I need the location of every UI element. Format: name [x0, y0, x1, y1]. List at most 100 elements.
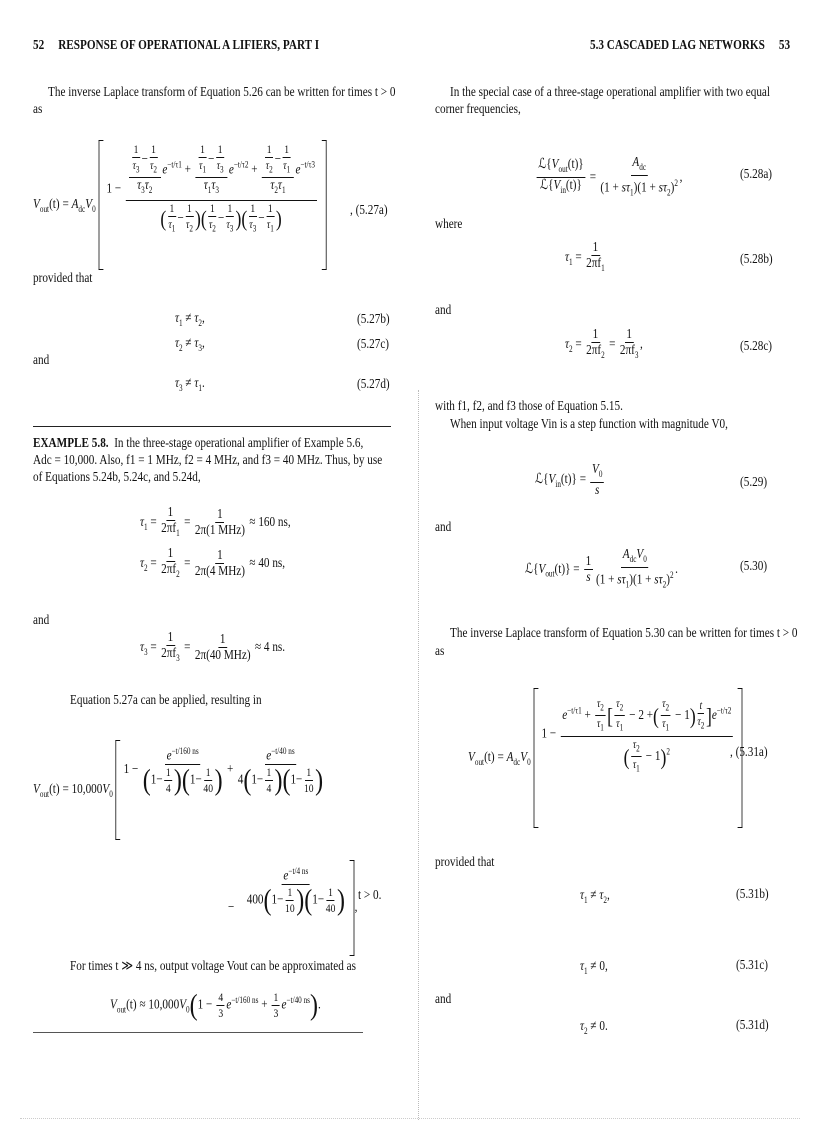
math-token: 4 [216, 990, 225, 1006]
bottom-scan-edge [20, 1118, 800, 1119]
math-token: ) [315, 763, 324, 797]
math-token: 2πf [161, 646, 177, 661]
condition-5-31b: τ1 ≠ τ2, [580, 887, 610, 909]
math-token: 1 [312, 892, 318, 908]
math-token: 3 [198, 342, 202, 353]
math-token: ( [181, 763, 190, 797]
paragraph-intro: In the special case of a three-stage ope… [450, 85, 770, 100]
math-token: τ1 [283, 158, 290, 177]
math-token: dc [78, 204, 86, 215]
math-token: 1 [202, 164, 207, 175]
where-text: where [435, 217, 463, 232]
math-token: 1 [326, 884, 335, 901]
math-token: . [675, 561, 678, 577]
math-token: τ3 [132, 158, 139, 177]
math-token: e−t/4 ns [281, 864, 310, 885]
math-token: V [636, 547, 644, 562]
math-token: 3 [135, 164, 140, 175]
math-token: 1 [591, 240, 600, 256]
math-token: ( [596, 572, 600, 588]
math-token: τ [175, 336, 180, 351]
math-token: τ1τ3 [204, 178, 219, 198]
math-token: out [474, 757, 485, 768]
equation-label-5-29: (5.29) [740, 475, 768, 490]
math-token: 1 [189, 772, 196, 788]
math-token: in [560, 184, 566, 195]
example-line-1: EXAMPLE 5.8. In the three-stage operatio… [33, 435, 363, 452]
equation-label-5-27b: (5.27b) [357, 312, 390, 327]
math-token: 1 [584, 554, 593, 571]
math-token: τ [168, 217, 172, 232]
math-token: (t) [484, 750, 495, 766]
math-token: , [640, 337, 643, 353]
math-token: − [258, 211, 265, 227]
math-token: ) [689, 703, 696, 729]
math-token: (5.27a) [355, 203, 388, 218]
math-token: τ2 [660, 696, 671, 717]
math-token: 0 [599, 1019, 605, 1034]
math-token: ( [637, 180, 642, 196]
example-line-3: of Equations 5.24b, 5.24c, and 5.24d, [33, 470, 201, 485]
math-token: τ [283, 158, 287, 172]
math-token: τ [216, 158, 221, 172]
math-token: τ3 [217, 158, 224, 177]
math-token: ) [275, 206, 282, 232]
math-token: , [201, 336, 205, 351]
math-token: V [33, 782, 40, 798]
math-token: e [711, 708, 717, 724]
math-token: V [592, 462, 599, 477]
math-token: − [208, 151, 215, 167]
math-token: τ [144, 178, 149, 194]
math-token: τ [175, 311, 180, 326]
math-token: + [612, 180, 619, 196]
math-token: = [184, 515, 191, 531]
math-token: τ [616, 696, 620, 710]
math-token: e [162, 162, 168, 178]
math-token: τ [140, 556, 145, 572]
math-token: (t) [554, 561, 566, 577]
condition-5-27d: τ3 ≠ τ1. [175, 375, 205, 397]
math-token: out [39, 204, 50, 215]
math-token: τ [270, 178, 275, 194]
math-token: (t) [126, 997, 137, 1013]
math-token: τ3 [226, 217, 233, 236]
math-token: = [573, 561, 580, 577]
equation-label-5-28a: (5.28a) [740, 167, 773, 182]
math-token: τ [265, 158, 270, 172]
math-token: = [184, 556, 191, 572]
math-token: , [679, 169, 683, 185]
provided-that-text: provided that [33, 271, 93, 286]
math-token: 2πf1 [161, 521, 180, 541]
math-token: 1 [271, 990, 280, 1006]
math-token: τ2 [631, 736, 642, 758]
math-token: 1 [166, 546, 175, 562]
math-token: 1 [654, 748, 661, 764]
math-token: , [604, 959, 608, 974]
right-page-header: 5.3 CASCADED LAG NETWORKS 53 [590, 37, 790, 54]
math-token: τ1 [597, 716, 604, 735]
math-token: ℒ{Vout(t)} [536, 157, 586, 179]
math-token: − [114, 181, 122, 197]
inverse-text: The inverse Laplace transform of Equatio… [450, 626, 798, 641]
example-line-2: Adc = 10,000. Also, f1 = 1 MHz, f2 = 4 M… [33, 453, 383, 468]
math-token: { [546, 157, 552, 173]
math-token: 1 [624, 327, 634, 343]
math-token: 4 [237, 772, 244, 788]
math-token: τ [632, 736, 637, 751]
math-token: = [184, 640, 191, 656]
math-token: τ3 [249, 217, 256, 236]
math-token: 1 [123, 761, 130, 777]
math-token: −t/40 ns [271, 746, 295, 756]
math-token: τ [663, 180, 668, 196]
